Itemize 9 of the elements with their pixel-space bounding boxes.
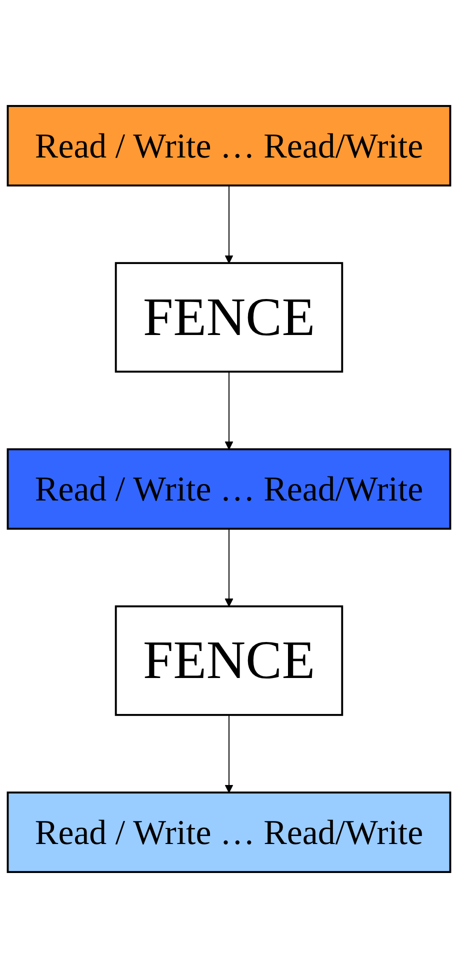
node-box: FENCE: [114, 605, 344, 716]
arrow: [224, 371, 234, 450]
node-box: Read / Write … Read/Write: [6, 105, 452, 186]
arrow: [224, 528, 234, 607]
arrow: [224, 714, 234, 793]
node-box: Read / Write … Read/Write: [6, 448, 452, 530]
node-box: Read / Write … Read/Write: [6, 792, 452, 873]
arrow: [224, 185, 234, 264]
node-box: FENCE: [114, 262, 344, 373]
